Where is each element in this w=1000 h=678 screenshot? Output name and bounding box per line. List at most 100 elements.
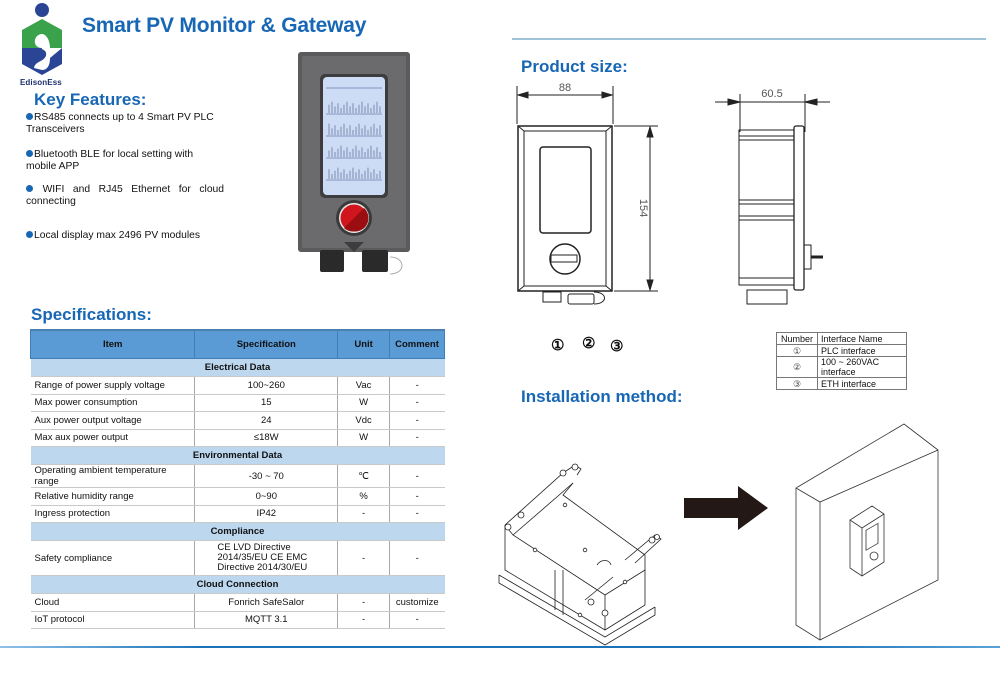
cell-item: Operating ambient temperature range	[30, 464, 195, 488]
interface-row: ③ ETH interface	[776, 377, 907, 390]
cell-spec: -30 ~ 70	[194, 464, 338, 488]
interface-name: 100 ~ 260VAC interface	[817, 356, 907, 378]
cell-item: Aux power output voltage	[30, 411, 195, 430]
cell-unit: W	[337, 394, 390, 412]
product-size-heading: Product size:	[521, 57, 628, 76]
cell-comment: -	[389, 411, 445, 430]
cell-item: Max power consumption	[30, 394, 195, 412]
port-marker-1: ①	[551, 337, 565, 354]
cell-comment: -	[389, 394, 445, 412]
depth-dimension: 60.5	[761, 88, 782, 100]
cell-spec: MQTT 3.1	[194, 611, 338, 629]
cell-comment: -	[389, 505, 445, 523]
feature-item: WIFI and RJ45 Ethernet for cloud connect…	[26, 184, 224, 207]
interface-table: Number Interface Name ① PLC interface ② …	[776, 332, 907, 390]
interface-name: ETH interface	[817, 377, 907, 390]
section-title: Environmental Data	[30, 446, 445, 465]
bullet-icon	[26, 150, 33, 157]
interface-name: PLC interface	[817, 344, 907, 357]
cell-comment: -	[389, 376, 445, 395]
table-row: Operating ambient temperature range-30 ~…	[30, 464, 445, 488]
footer-divider	[0, 646, 1000, 648]
interface-number: ②	[776, 356, 818, 378]
cell-unit: ℃	[337, 464, 390, 488]
cell-comment: -	[389, 429, 445, 447]
width-dimension: 88	[559, 82, 571, 94]
cell-spec: 24	[194, 411, 338, 430]
cell-item: Safety compliance	[30, 540, 195, 576]
bullet-icon	[26, 231, 33, 238]
cell-item: Ingress protection	[30, 505, 195, 523]
column-header-number: Number	[776, 332, 818, 345]
interface-row: ② 100 ~ 260VAC interface	[776, 356, 907, 378]
page-title: Smart PV Monitor & Gateway	[82, 14, 367, 37]
interface-number: ③	[776, 377, 818, 390]
cell-spec: CE LVD Directive 2014/35/EU CE EMC Direc…	[194, 540, 338, 576]
interface-number: ①	[776, 344, 818, 357]
column-header-specification: Specification	[194, 329, 339, 359]
section-row: Cloud Connection	[30, 575, 445, 594]
wall-mount-drawing	[795, 423, 939, 641]
feature-item: Bluetooth BLE for local setting with mob…	[26, 149, 194, 172]
cell-spec: 0~90	[194, 487, 338, 506]
cell-spec: 100~260	[194, 376, 338, 395]
cell-unit: -	[337, 593, 390, 612]
section-title: Cloud Connection	[30, 575, 445, 594]
column-header-unit: Unit	[337, 329, 390, 359]
cell-spec: 15	[194, 394, 338, 412]
interface-header-row: Number Interface Name	[776, 332, 907, 345]
device-photo	[298, 52, 410, 275]
cell-unit: Vac	[337, 376, 390, 395]
cell-unit: -	[337, 505, 390, 523]
specifications-heading: Specifications:	[31, 305, 152, 324]
interface-row: ① PLC interface	[776, 344, 907, 357]
height-dimension: 154	[637, 199, 649, 217]
section-row: Environmental Data	[30, 446, 445, 465]
feature-item: Local display max 2496 PV modules	[26, 230, 226, 242]
cell-unit: %	[337, 487, 390, 506]
cell-item: Max aux power output	[30, 429, 195, 447]
cell-spec: Fonrich SafeSalor	[194, 593, 338, 612]
cell-item: IoT protocol	[30, 611, 195, 629]
cell-comment: -	[389, 611, 445, 629]
cell-comment: -	[389, 464, 445, 488]
cell-unit: Vdc	[337, 411, 390, 430]
section-row: Electrical Data	[30, 358, 445, 377]
cell-comment: -	[389, 540, 445, 576]
cell-spec: IP42	[194, 505, 338, 523]
port-marker-3: ③	[610, 338, 624, 355]
cell-unit: W	[337, 429, 390, 447]
column-header-interface-name: Interface Name	[817, 332, 907, 345]
front-view-drawing: 88 154	[516, 82, 658, 305]
specifications-table: Item Specification Unit Comment Electric…	[29, 329, 445, 629]
cell-comment: -	[389, 487, 445, 506]
cell-unit: -	[337, 611, 390, 629]
cell-comment: customize	[389, 593, 445, 612]
column-header-item: Item	[29, 329, 196, 359]
bullet-icon	[26, 113, 33, 120]
mounting-bracket-drawing	[498, 463, 662, 646]
cell-spec: ≤18W	[194, 429, 338, 447]
port-marker-2: ②	[582, 335, 596, 352]
cell-item: Cloud	[30, 593, 195, 612]
bullet-icon	[26, 185, 33, 192]
side-view-drawing: 60.5	[715, 88, 830, 305]
installation-heading: Installation method:	[521, 387, 683, 406]
edisoness-logo-icon	[22, 3, 62, 75]
section-title: Electrical Data	[30, 358, 445, 377]
arrow-icon	[684, 486, 768, 530]
section-divider	[512, 38, 986, 40]
cell-item: Relative humidity range	[30, 487, 195, 506]
feature-item: RS485 connects up to 4 Smart PV PLC Tran…	[26, 112, 214, 135]
key-features-heading: Key Features:	[34, 90, 147, 109]
section-title: Compliance	[30, 522, 445, 541]
